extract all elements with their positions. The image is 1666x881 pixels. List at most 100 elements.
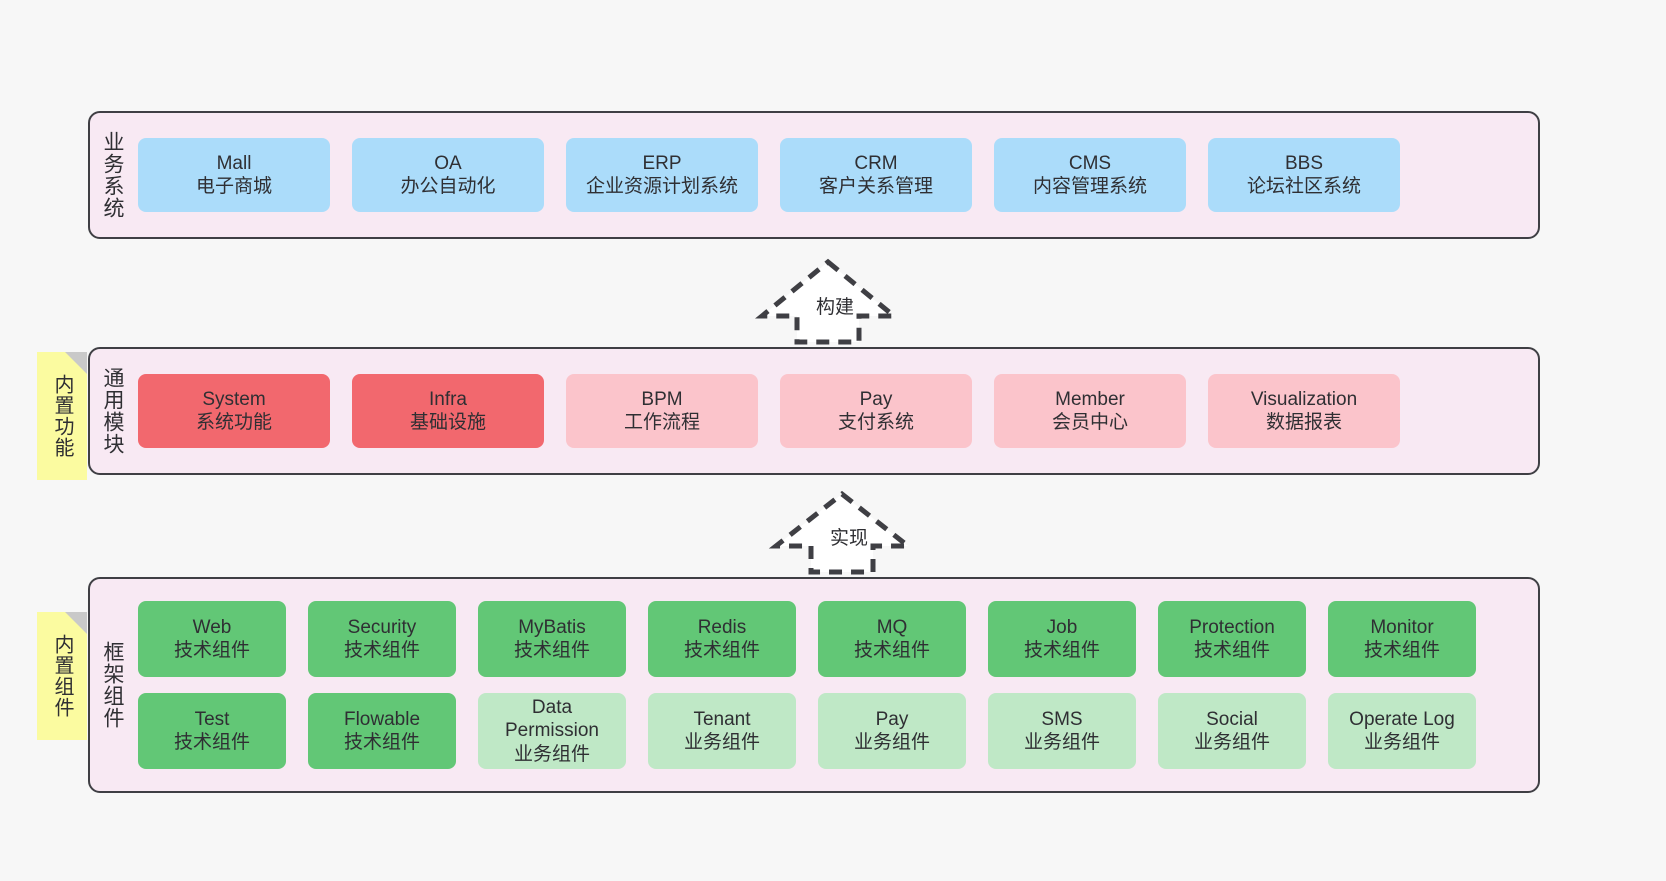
- sticky-note-label: 内置组件: [51, 634, 73, 718]
- module-box-infra[interactable]: Infra 基础设施: [352, 374, 544, 448]
- module-subtitle: 工作流程: [623, 412, 700, 433]
- module-title: Infra: [428, 388, 468, 410]
- module-box-redis[interactable]: Redis 技术组件: [648, 601, 796, 677]
- module-title: Monitor: [1370, 616, 1434, 638]
- row-tech-components: Web 技术组件 Security 技术组件 MyBatis 技术组件 Redi…: [138, 601, 1524, 677]
- module-title: Visualization: [1250, 388, 1358, 410]
- module-subtitle: 技术组件: [1193, 640, 1270, 661]
- module-title: BBS: [1284, 152, 1324, 174]
- module-title: Social: [1206, 708, 1258, 730]
- module-box-mall[interactable]: Mall 电子商城: [138, 138, 330, 212]
- module-box-monitor[interactable]: Monitor 技术组件: [1328, 601, 1476, 677]
- module-subtitle: 业务组件: [853, 732, 930, 753]
- arrow-implement: 实现: [768, 490, 916, 576]
- module-box-mybatis[interactable]: MyBatis 技术组件: [478, 601, 626, 677]
- module-subtitle: 办公自动化: [400, 176, 496, 197]
- arrow-implement-label: 实现: [830, 528, 869, 549]
- module-subtitle: 业务组件: [1023, 732, 1100, 753]
- module-box-tenant[interactable]: Tenant 业务组件: [648, 693, 796, 769]
- module-box-oa[interactable]: OA 办公自动化: [352, 138, 544, 212]
- module-box-flowable[interactable]: Flowable 技术组件: [308, 693, 456, 769]
- module-subtitle: 系统功能: [195, 412, 272, 433]
- module-title: Security: [347, 616, 417, 638]
- module-title: Pay: [859, 388, 893, 410]
- module-subtitle: 企业资源计划系统: [585, 176, 738, 197]
- note-fold-corner-icon: [65, 612, 87, 634]
- module-subtitle: 业务组件: [1193, 732, 1270, 753]
- section-label-common-module: 通用模块: [101, 367, 125, 455]
- module-box-test[interactable]: Test 技术组件: [138, 693, 286, 769]
- module-box-mq[interactable]: MQ 技术组件: [818, 601, 966, 677]
- row-business-components: Test 技术组件 Flowable 技术组件 Data Permission …: [138, 693, 1524, 769]
- section-body-framework-component: Web 技术组件 Security 技术组件 MyBatis 技术组件 Redi…: [134, 579, 1538, 791]
- module-subtitle: 基础设施: [409, 412, 486, 433]
- module-subtitle: 客户关系管理: [818, 176, 933, 197]
- module-title: Member: [1055, 388, 1125, 410]
- module-title: OA: [434, 152, 462, 174]
- section-framework-component: 框架组件 Web 技术组件 Security 技术组件 MyBatis 技术组件…: [88, 577, 1540, 793]
- module-box-pay[interactable]: Pay 支付系统: [780, 374, 972, 448]
- section-body-business-system: Mall 电子商城 OA 办公自动化 ERP 企业资源计划系统 CRM 客户关系…: [134, 113, 1538, 237]
- module-title: Tenant: [693, 708, 751, 730]
- module-title: Pay: [875, 708, 909, 730]
- module-box-web[interactable]: Web 技术组件: [138, 601, 286, 677]
- module-box-protection[interactable]: Protection 技术组件: [1158, 601, 1306, 677]
- module-box-social[interactable]: Social 业务组件: [1158, 693, 1306, 769]
- module-title: MQ: [876, 616, 908, 638]
- sticky-note-builtin-components: 内置组件: [37, 612, 87, 740]
- module-subtitle: 技术组件: [343, 732, 420, 753]
- row-business-systems: Mall 电子商城 OA 办公自动化 ERP 企业资源计划系统 CRM 客户关系…: [138, 138, 1524, 212]
- module-subtitle: 技术组件: [1363, 640, 1440, 661]
- module-box-system[interactable]: System 系统功能: [138, 374, 330, 448]
- module-title: MyBatis: [518, 616, 586, 638]
- module-box-bpm[interactable]: BPM 工作流程: [566, 374, 758, 448]
- module-title: CRM: [854, 152, 898, 174]
- module-box-sms[interactable]: SMS 业务组件: [988, 693, 1136, 769]
- module-subtitle: 支付系统: [837, 412, 914, 433]
- module-title: CMS: [1068, 152, 1112, 174]
- module-title: System: [202, 388, 266, 410]
- module-subtitle: 业务组件: [513, 743, 590, 765]
- module-box-member[interactable]: Member 会员中心: [994, 374, 1186, 448]
- section-label-business-system: 业务系统: [101, 131, 125, 219]
- module-subtitle: 业务组件: [683, 732, 760, 753]
- module-box-cms[interactable]: CMS 内容管理系统: [994, 138, 1186, 212]
- module-title: Test: [194, 708, 230, 730]
- module-subtitle: 业务组件: [1363, 732, 1440, 753]
- module-subtitle: 会员中心: [1051, 412, 1128, 433]
- module-title: Operate Log: [1349, 708, 1455, 730]
- section-business-system: 业务系统 Mall 电子商城 OA 办公自动化 ERP 企业资源计划系统 CRM: [88, 111, 1540, 239]
- module-subtitle: 电子商城: [195, 176, 272, 197]
- module-subtitle: 内容管理系统: [1032, 176, 1147, 197]
- module-box-pay-business[interactable]: Pay 业务组件: [818, 693, 966, 769]
- module-box-crm[interactable]: CRM 客户关系管理: [780, 138, 972, 212]
- section-label-framework-component: 框架组件: [101, 641, 125, 729]
- module-title: Mall: [216, 152, 252, 174]
- module-subtitle: 技术组件: [853, 640, 930, 661]
- module-box-data-permission[interactable]: Data Permission 业务组件: [478, 693, 626, 769]
- module-title: Protection: [1189, 616, 1275, 638]
- module-subtitle: 技术组件: [173, 732, 250, 753]
- module-title: BPM: [641, 388, 683, 410]
- module-title: Flowable: [343, 708, 421, 730]
- module-box-visualization[interactable]: Visualization 数据报表: [1208, 374, 1400, 448]
- section-common-module: 通用模块 System 系统功能 Infra 基础设施 BPM 工作流程 Pay: [88, 347, 1540, 475]
- module-subtitle: 技术组件: [1023, 640, 1100, 661]
- module-box-bbs[interactable]: BBS 论坛社区系统: [1208, 138, 1400, 212]
- module-subtitle: 技术组件: [513, 640, 590, 661]
- arrow-build-label: 构建: [816, 297, 855, 318]
- sticky-note-builtin-functions: 内置功能: [37, 352, 87, 480]
- module-title: Redis: [697, 616, 747, 638]
- module-title: Web: [192, 616, 232, 638]
- module-box-job[interactable]: Job 技术组件: [988, 601, 1136, 677]
- module-subtitle: 数据报表: [1265, 412, 1342, 433]
- module-subtitle: 技术组件: [683, 640, 760, 661]
- row-common-modules: System 系统功能 Infra 基础设施 BPM 工作流程 Pay 支付系统…: [138, 374, 1524, 448]
- module-box-erp[interactable]: ERP 企业资源计划系统: [566, 138, 758, 212]
- module-title: ERP: [642, 152, 682, 174]
- module-box-security[interactable]: Security 技术组件: [308, 601, 456, 677]
- module-title: Data Permission: [505, 697, 599, 742]
- module-box-operate-log[interactable]: Operate Log 业务组件: [1328, 693, 1476, 769]
- module-title: Job: [1046, 616, 1078, 638]
